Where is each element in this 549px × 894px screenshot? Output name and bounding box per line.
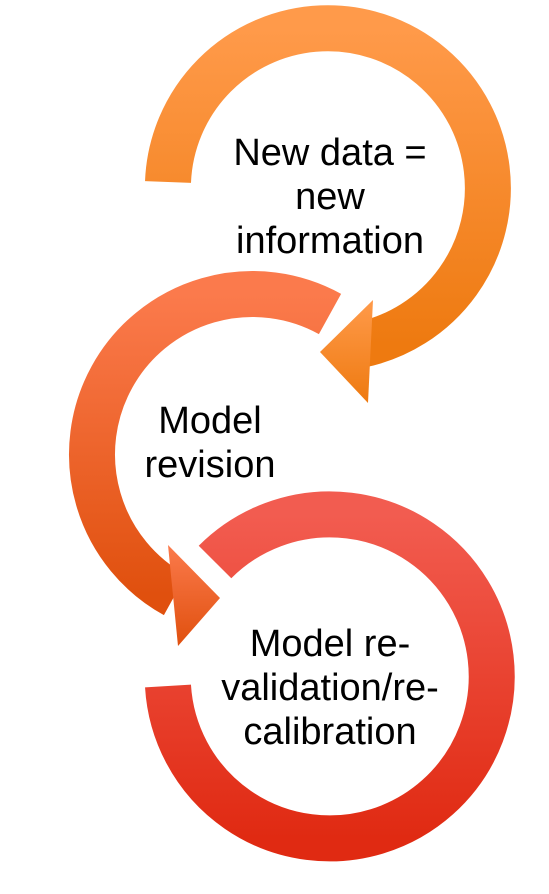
arc-new-data	[145, 5, 511, 368]
step-label-line: validation/re-	[221, 667, 439, 709]
arc-revalidation	[145, 491, 515, 862]
step-label-line: information	[236, 220, 424, 262]
arrowhead-new-data	[320, 300, 373, 403]
step-label-line: Model re-	[249, 623, 411, 665]
cycle-arrow-model-revision	[69, 271, 342, 646]
arc-model-revision	[69, 271, 342, 616]
cycle-arrow-new-data	[145, 5, 511, 403]
step-label-model-revision: Model revision	[120, 399, 300, 487]
step-label-line: calibration	[243, 711, 417, 753]
arrowhead-model-revision	[168, 545, 220, 646]
cycle-ring-revalidation	[145, 491, 515, 862]
step-label-new-data: New data = new information	[210, 131, 450, 263]
step-label-revalidation: Model re- validation/re- calibration	[220, 622, 440, 754]
step-label-line: New data =	[233, 132, 427, 174]
step-label-line: new	[295, 176, 365, 218]
step-label-line: Model	[158, 400, 262, 442]
step-label-line: revision	[144, 444, 276, 486]
